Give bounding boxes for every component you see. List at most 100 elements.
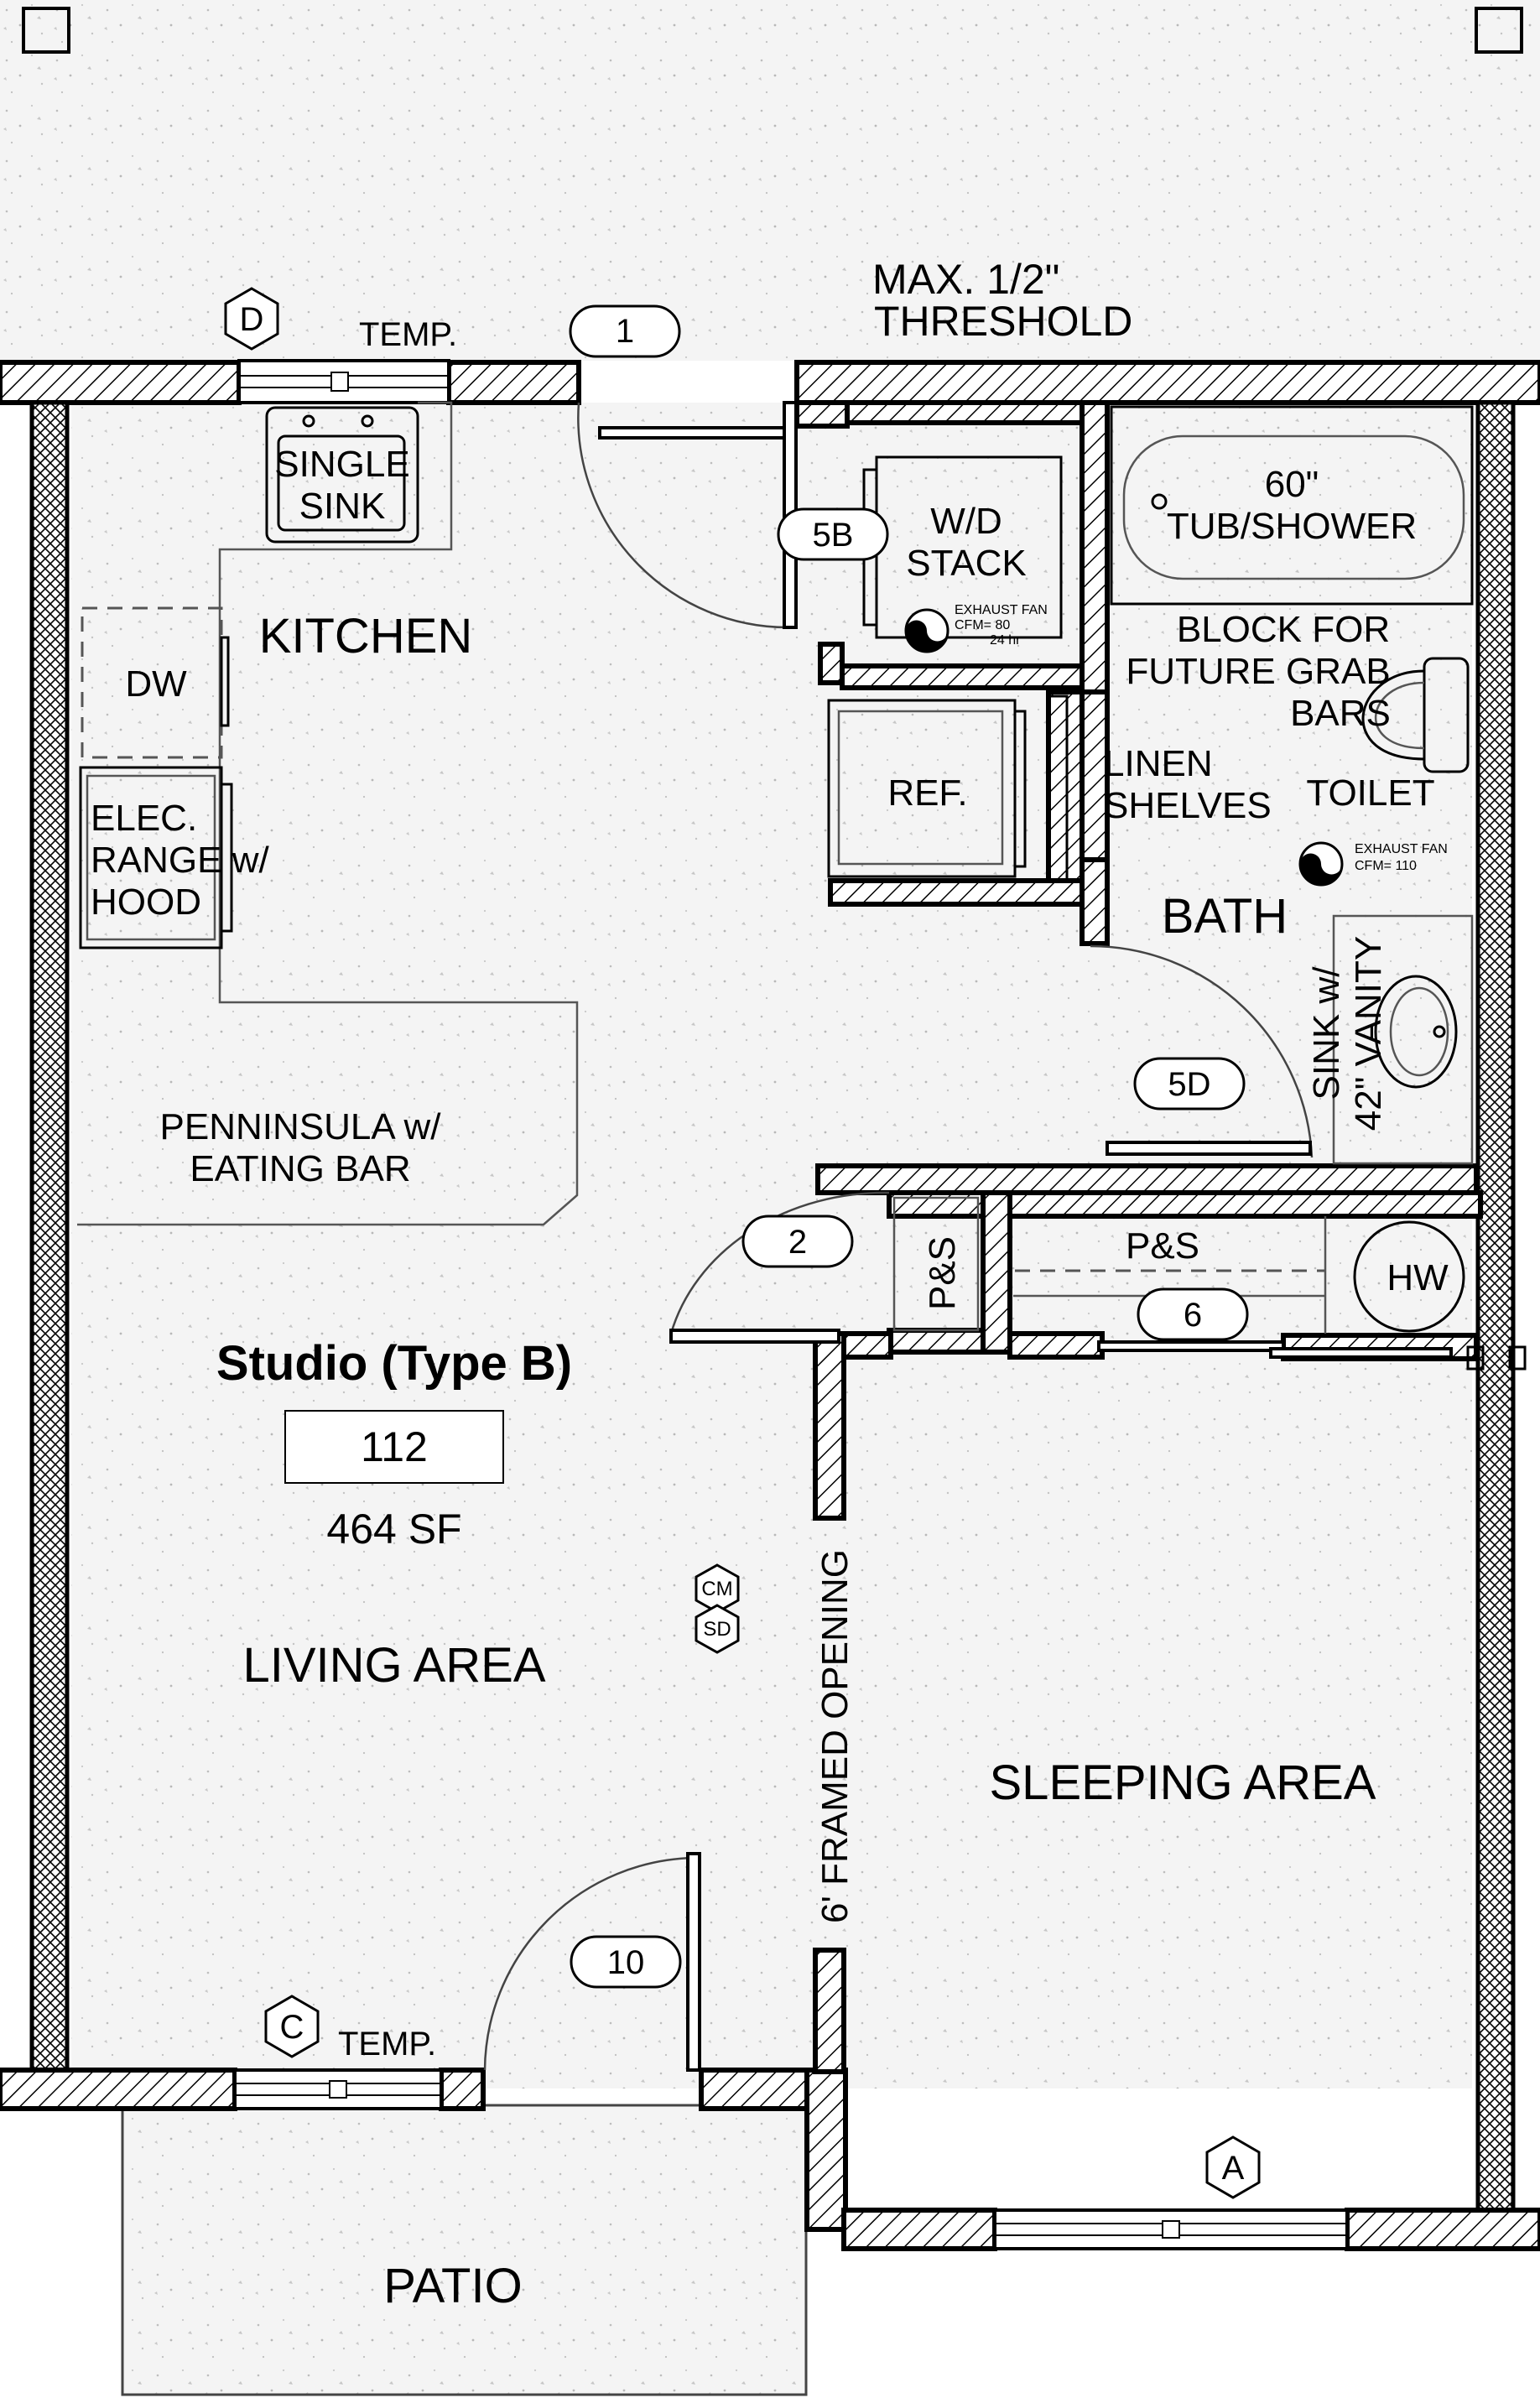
threshold-note: MAX. 1/2": [872, 256, 1059, 303]
door-tag-5d: [1133, 1057, 1246, 1111]
refrigerator-label: REF.: [887, 772, 967, 814]
room-label-bath: BATH: [1162, 889, 1288, 944]
exhaust-fan-label: EXHAUST FAN: [1355, 842, 1448, 856]
exterior-wall-top: [0, 360, 242, 405]
exterior-wall-bottom: [699, 2068, 811, 2111]
laundry-wall: [794, 400, 850, 429]
hall-wall: [887, 1328, 986, 1355]
ps-hall-label: P&S: [922, 1236, 963, 1310]
tub-label: 60": [1265, 464, 1319, 505]
toilet-label: TOILET: [1306, 772, 1434, 814]
window-sleeping: [993, 2208, 1349, 2250]
door-tag-10-label: 10: [607, 1944, 645, 1981]
window-tag-a-label: A: [1222, 2150, 1245, 2187]
peninsula-label: EATING BAR: [190, 1148, 410, 1189]
linen-label: SHELVES: [1104, 785, 1272, 826]
co-detector-label: CM: [701, 1578, 732, 1600]
door-tag-5b-label: 5B: [813, 517, 854, 554]
hall-shelf: [892, 1196, 980, 1332]
door-tag-6-label: 6: [1184, 1297, 1202, 1334]
water-heater: [1353, 1220, 1465, 1333]
single-sink-label: SINGLE: [274, 444, 409, 485]
exterior-wall-bottom: [0, 2068, 237, 2111]
tub-label: TUB/SHOWER: [1167, 506, 1417, 547]
door-5d: [1090, 944, 1314, 1158]
unit-number-box: [284, 1410, 504, 1484]
window-patio: [233, 2068, 443, 2110]
grab-bars-label: BLOCK FOR: [1177, 609, 1390, 650]
bath-wall: [1080, 689, 1110, 862]
toilet: [1361, 657, 1470, 773]
smoke-detector-label: SD: [703, 1618, 731, 1641]
hall-wall: [887, 1190, 986, 1219]
exhaust-fan-label: EXHAUST FAN: [955, 603, 1048, 617]
unit-area: 464 SF: [326, 1506, 461, 1553]
laundry-wall: [1080, 400, 1110, 715]
room-label-kitchen: KITCHEN: [259, 609, 473, 663]
ps-closet-label: P&S: [1126, 1225, 1199, 1267]
ref-wall: [828, 878, 1085, 907]
window-tag-a: [1205, 2135, 1261, 2199]
door-10: [483, 1852, 701, 2072]
sleeping-wall-left: [804, 2068, 848, 2232]
framed-opening-label: 6' FRAMED OPENING: [814, 1549, 856, 1923]
demising-wall-left: [29, 400, 70, 2074]
door-tag-1-label: 1: [616, 313, 634, 350]
vanity-label: 42" VANITY: [1348, 936, 1389, 1131]
door-tag-6: [1137, 1287, 1249, 1341]
exterior-wall-top: [794, 360, 1540, 405]
exhaust-fan-icon: [904, 608, 949, 653]
vanity-label: SINK w/: [1306, 966, 1347, 1100]
window-tag-c-label: C: [280, 2009, 304, 2046]
exterior-wall-bottom: [439, 2068, 486, 2111]
room-label-sleeping: SLEEPING AREA: [990, 1756, 1376, 1810]
laundry-wall: [818, 642, 845, 685]
laundry-wall: [845, 400, 1085, 425]
laundry-wall: [840, 663, 1085, 690]
unit-name: Studio (Type B): [216, 1336, 572, 1391]
exhaust-fan-note: 24 hr: [990, 633, 1021, 648]
refrigerator: [827, 699, 1027, 878]
wd-stack-label: STACK: [906, 543, 1026, 584]
window-top: [237, 359, 450, 404]
linen-shelves: [1047, 694, 1069, 882]
exterior-wall-bottom: [1345, 2208, 1540, 2251]
door-tag-2: [741, 1215, 854, 1268]
smoke-detector: [695, 1604, 740, 1654]
door-6: [1097, 1340, 1453, 1359]
hall-wall: [981, 1190, 1012, 1355]
patio-slab: [121, 2104, 808, 2396]
linen-label: LINEN: [1104, 743, 1213, 784]
unit-number: 112: [361, 1423, 428, 1470]
exterior-wall-bottom: [841, 2208, 997, 2251]
door-tag-5b: [777, 507, 889, 561]
tub-shower: [1110, 405, 1474, 606]
exterior-wall-top: [446, 360, 581, 405]
closet-wall: [1000, 1190, 1483, 1219]
wd-stack-label: W/D: [930, 501, 1002, 542]
temp-label-patio: TEMP.: [338, 2026, 436, 2062]
room-label-patio: PATIO: [383, 2259, 522, 2313]
single-sink: [265, 406, 419, 544]
door-tag-2-label: 2: [788, 1224, 807, 1261]
temp-label-top: TEMP.: [359, 316, 457, 353]
single-sink-label: SINK: [299, 486, 386, 527]
threshold-note: THRESHOLD: [874, 298, 1132, 345]
range-label: ELEC.: [91, 798, 197, 839]
peninsula-label: PENNINSULA w/: [160, 1106, 442, 1147]
door-tag-10: [570, 1935, 682, 1989]
bath-wall: [1080, 857, 1110, 946]
sleeping-partition: [813, 1331, 846, 1521]
dishwasher-label: DW: [125, 663, 187, 705]
grab-bars-label: BARS: [1290, 693, 1391, 734]
window-tag-d: [224, 287, 279, 351]
demising-wall-right: [1475, 400, 1516, 2217]
door-tag-1: [569, 304, 681, 358]
electric-range: [79, 766, 233, 949]
exhaust-fan-icon: [1298, 841, 1344, 887]
grab-bars-label: FUTURE GRAB: [1126, 651, 1390, 692]
bath-wall-bottom: [815, 1163, 1479, 1195]
door-2: [669, 1191, 890, 1344]
range-label: HOOD: [91, 882, 201, 923]
